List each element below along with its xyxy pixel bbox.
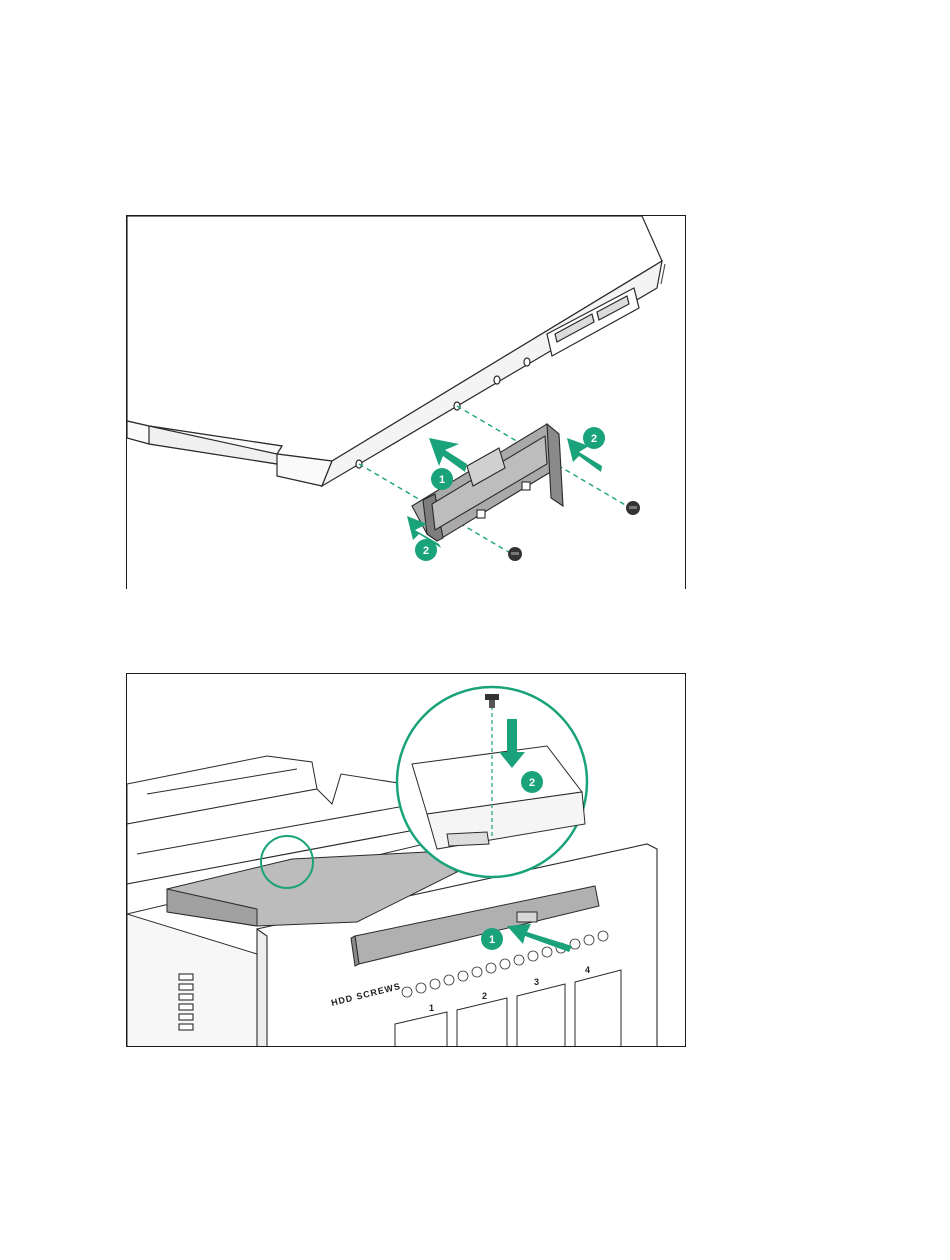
figure-drive-install: HDD SCREWS 1 2 3 4 1 — [126, 673, 686, 1047]
bay-number-2: 2 — [482, 991, 488, 1001]
callout-1-label: 1 — [439, 474, 445, 486]
callout-1: 1 — [481, 928, 503, 950]
bay-number-1: 1 — [429, 1003, 435, 1013]
callout-2a-label: 2 — [423, 545, 429, 557]
detail-magnifier — [397, 687, 587, 877]
callout-2: 2 — [521, 771, 543, 793]
screw-icon — [508, 501, 640, 561]
bracket-install-illustration: 1 2 2 — [127, 216, 686, 589]
drive-install-illustration: HDD SCREWS 1 2 3 4 1 — [127, 674, 686, 1047]
callout-1-label: 1 — [489, 934, 495, 946]
callout-2b: 2 — [583, 427, 605, 449]
callout-2a: 2 — [415, 539, 437, 561]
bay-number-3: 3 — [534, 977, 540, 987]
callout-2b-label: 2 — [591, 433, 597, 445]
figure-bracket-install: 1 2 2 — [126, 215, 686, 589]
bay-number-4: 4 — [585, 965, 591, 975]
callout-2-label: 2 — [529, 777, 535, 789]
callout-1: 1 — [431, 468, 453, 490]
